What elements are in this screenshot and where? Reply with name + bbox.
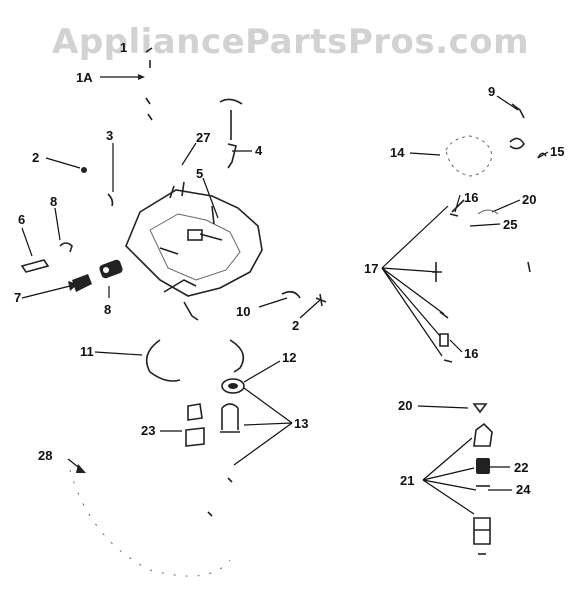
part-7 (72, 274, 92, 292)
part-12-ring (221, 378, 245, 394)
part-8-upper (59, 242, 73, 253)
part-22 (476, 458, 490, 474)
main-body-part (125, 189, 263, 297)
part-21-bottom (473, 517, 491, 545)
upper-fastener-part (145, 47, 153, 121)
callout-16-lower: 16 (464, 346, 478, 361)
part-2-right (315, 293, 327, 307)
part-6 (20, 259, 50, 273)
callout-20-upper: 20 (522, 192, 536, 207)
part-2-small (81, 167, 87, 173)
part-14-housing (445, 135, 493, 177)
callout-7: 7 (14, 290, 21, 305)
callout-8-upper: 8 (50, 194, 57, 209)
part-4 (219, 98, 243, 169)
callout-2: 2 (32, 150, 39, 165)
callout-21: 21 (400, 473, 414, 488)
watermark-logo: AppliancePartsPros.com (52, 22, 530, 62)
callout-5: 5 (196, 166, 203, 181)
callout-10: 10 (236, 304, 250, 319)
part-20-lower (472, 403, 488, 414)
callout-1a: 1A (76, 70, 93, 85)
callout-11: 11 (80, 344, 94, 359)
part-3 (107, 193, 114, 207)
callout-22: 22 (514, 460, 528, 475)
callout-25: 25 (503, 217, 517, 232)
part-23 (185, 403, 205, 447)
callout-3: 3 (106, 128, 113, 143)
part-16-upper (449, 199, 465, 217)
callout-13: 13 (294, 416, 308, 431)
callout-24: 24 (516, 482, 531, 497)
part-28-bowl (69, 469, 231, 577)
callout-8-lower: 8 (104, 302, 111, 317)
callout-6: 6 (18, 212, 25, 227)
part-25 (477, 209, 499, 215)
callout-23: 23 (141, 423, 155, 438)
part-10 (281, 290, 301, 299)
callout-27: 27 (196, 130, 210, 145)
part-11-float (145, 339, 181, 382)
callout-16-upper: 16 (464, 190, 478, 205)
callout-17: 17 (364, 261, 378, 276)
callout-2-right: 2 (292, 318, 299, 333)
part-17-rod (432, 262, 442, 282)
callout-12: 12 (282, 350, 296, 365)
leader-lines (21, 74, 549, 515)
part-21-jet (473, 422, 493, 447)
part-8-fitting (99, 259, 123, 279)
callout-20-lower: 20 (398, 398, 412, 413)
callout-4: 4 (255, 143, 263, 158)
callout-15: 15 (550, 144, 564, 159)
part-9 (511, 103, 525, 119)
callout-9: 9 (488, 84, 495, 99)
callout-1: 1 (120, 40, 127, 55)
callout-labels: 1 1A 2 3 27 4 5 6 8 7 8 9 14 15 16 20 25… (14, 40, 564, 497)
part-13 (220, 403, 240, 433)
part-16-lower (439, 333, 453, 363)
part-drawings (20, 47, 547, 577)
callout-28: 28 (38, 448, 52, 463)
callout-14: 14 (390, 145, 405, 160)
part-15 (509, 137, 525, 150)
